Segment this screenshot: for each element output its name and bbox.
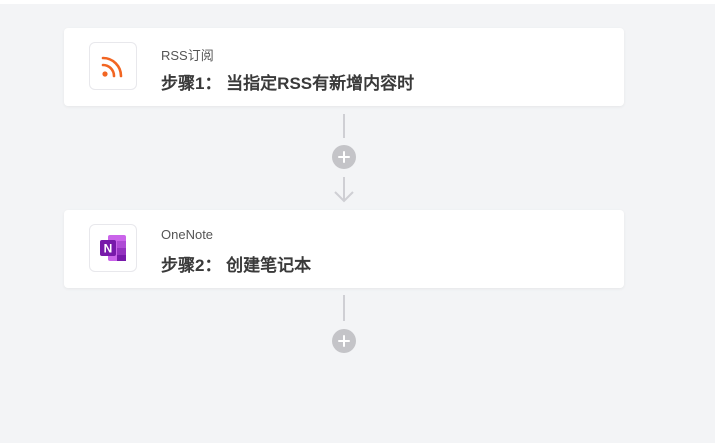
workflow-step-1-card[interactable]: RSS订阅 步骤1： 当指定RSS有新增内容时 <box>64 28 624 106</box>
rss-icon <box>89 42 137 90</box>
connector-line <box>343 114 345 138</box>
step-1-title: 步骤1： 当指定RSS有新增内容时 <box>161 74 415 93</box>
canvas-top-edge <box>0 0 715 4</box>
add-step-button-2[interactable] <box>332 329 356 353</box>
step-2-app-name: OneNote <box>161 227 214 242</box>
arrow-down-icon <box>334 177 354 203</box>
workflow-step-2-card[interactable]: N OneNote 步骤2： 创建笔记本 <box>64 210 624 288</box>
step-2-title: 步骤2： 创建笔记本 <box>161 256 312 275</box>
step-1-app-name: RSS订阅 <box>161 48 214 63</box>
add-step-button-1[interactable] <box>332 145 356 169</box>
svg-text:N: N <box>104 242 113 256</box>
connector-line <box>343 295 345 321</box>
onenote-icon: N <box>89 224 137 272</box>
